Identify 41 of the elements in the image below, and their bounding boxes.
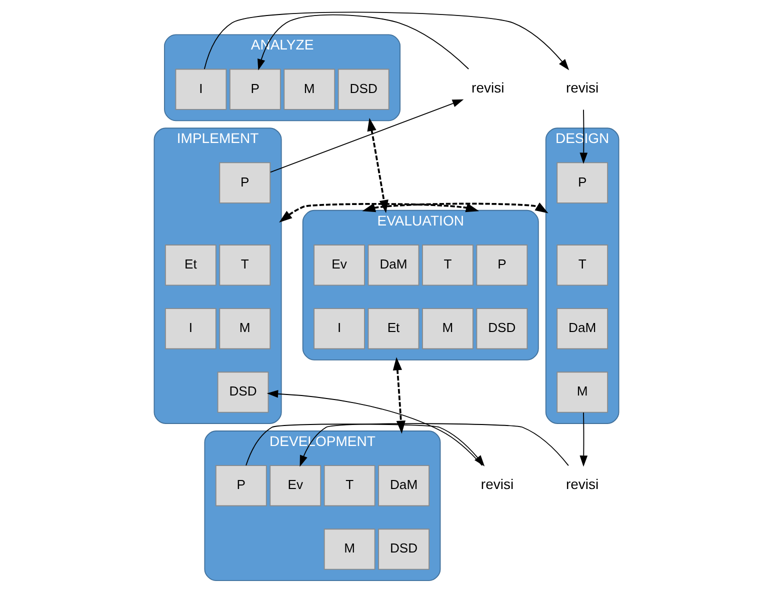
node-box: P bbox=[229, 68, 281, 110]
node-box: DaM bbox=[378, 465, 430, 506]
node-box: M bbox=[284, 68, 336, 110]
arrow bbox=[580, 412, 588, 467]
node-box: I bbox=[175, 68, 227, 110]
arrow bbox=[362, 202, 548, 214]
node-box: M bbox=[422, 308, 474, 350]
node-box: P bbox=[219, 162, 271, 204]
arrow bbox=[246, 424, 485, 466]
node-box: DSD bbox=[217, 372, 269, 413]
node-box: M bbox=[324, 528, 376, 570]
node-box: I bbox=[314, 308, 365, 350]
node-text: revisi bbox=[566, 476, 599, 492]
node-box: T bbox=[219, 244, 271, 286]
node-box: P bbox=[215, 465, 267, 506]
arrow bbox=[258, 14, 470, 70]
node-box: DaM bbox=[556, 308, 608, 350]
node-box: M bbox=[556, 372, 608, 413]
node-box: DSD bbox=[338, 68, 390, 110]
node-box: P bbox=[556, 162, 608, 204]
node-text: revisi bbox=[472, 80, 504, 96]
arrow bbox=[204, 12, 570, 70]
node-box: T bbox=[422, 244, 474, 286]
node-box: DSD bbox=[378, 528, 430, 570]
node-box: Et bbox=[164, 244, 216, 286]
node-box: Ev bbox=[270, 465, 322, 506]
node-text: revisi bbox=[566, 80, 599, 96]
arrow bbox=[279, 203, 480, 222]
node-box: I bbox=[164, 308, 216, 350]
node-text: revisi bbox=[480, 476, 514, 492]
node-box: Ev bbox=[314, 244, 365, 286]
node-box: DaM bbox=[368, 244, 420, 286]
arrow bbox=[266, 390, 483, 466]
node-box: T bbox=[556, 244, 608, 286]
node-box: Et bbox=[368, 308, 420, 350]
node-box: M bbox=[219, 308, 271, 350]
arrow bbox=[300, 423, 569, 467]
node-box: P bbox=[476, 244, 528, 286]
node-box: DSD bbox=[476, 308, 528, 350]
node-box: T bbox=[324, 465, 376, 506]
arrow bbox=[580, 109, 588, 164]
